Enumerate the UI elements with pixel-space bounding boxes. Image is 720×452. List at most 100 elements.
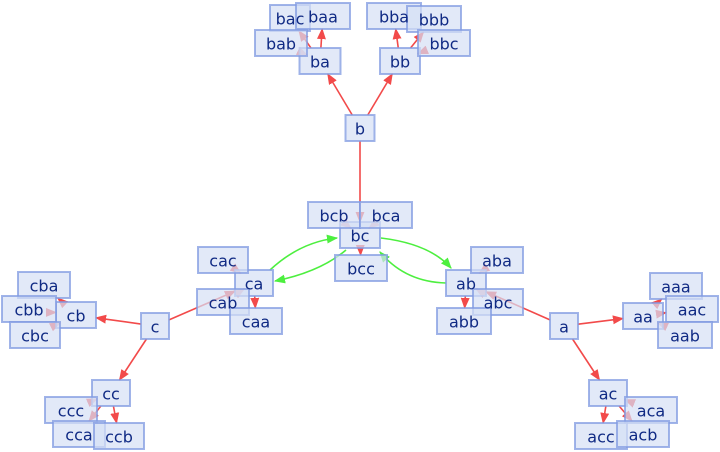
node-label[interactable]: acb	[629, 426, 658, 445]
node-label[interactable]: b	[355, 120, 365, 139]
node-label[interactable]: abb	[449, 313, 479, 332]
node-ab[interactable]	[445, 269, 487, 297]
node-box	[229, 307, 283, 335]
node-ac[interactable]	[588, 379, 628, 407]
node-label[interactable]: bba	[379, 8, 409, 27]
node-bcb[interactable]	[307, 201, 361, 229]
node-label[interactable]: bcb	[319, 207, 348, 226]
node-label[interactable]: cb	[67, 307, 86, 326]
node-caa[interactable]	[229, 307, 283, 335]
node-box	[359, 201, 413, 229]
node-bab[interactable]	[254, 29, 308, 57]
node-label[interactable]: aac	[678, 301, 706, 320]
node-box	[436, 307, 492, 335]
node-box	[665, 295, 719, 323]
node-label[interactable]: cab	[209, 294, 238, 313]
node-a[interactable]	[549, 312, 579, 340]
node-box	[417, 29, 471, 57]
node-cc[interactable]	[91, 379, 131, 407]
tree-edge-a-aa	[577, 315, 625, 326]
node-label[interactable]: cca	[65, 426, 92, 445]
node-aac[interactable]	[665, 295, 719, 323]
node-box	[197, 246, 249, 274]
tree-edge-b-bb	[367, 73, 393, 116]
node-label[interactable]: abc	[484, 294, 513, 313]
tree-edge-bb-bba	[392, 27, 402, 49]
node-aba[interactable]	[470, 246, 524, 274]
cross-edge-bc-ca	[273, 249, 347, 284]
node-ccb[interactable]	[93, 422, 145, 450]
node-box	[307, 201, 361, 229]
node-label[interactable]: aba	[482, 252, 512, 271]
tree-edge-a-ac	[571, 338, 601, 381]
node-label[interactable]: cbb	[14, 301, 43, 320]
node-label[interactable]: acc	[587, 428, 614, 447]
node-box	[549, 312, 579, 340]
node-bbc[interactable]	[417, 29, 471, 57]
node-box	[9, 321, 61, 349]
node-label[interactable]: cbc	[21, 327, 49, 346]
node-box	[295, 2, 351, 30]
node-box	[622, 302, 664, 330]
node-aab[interactable]	[657, 321, 713, 349]
node-label[interactable]: ca	[245, 275, 264, 294]
node-bb[interactable]	[379, 47, 421, 75]
node-label[interactable]: ab	[456, 275, 476, 294]
node-label[interactable]: ccb	[105, 428, 133, 447]
cross-edge-bc-ab	[380, 237, 452, 269]
node-label[interactable]: bcc	[347, 260, 375, 279]
tree-edge-ca-caa	[250, 295, 260, 310]
node-label[interactable]: cba	[30, 277, 59, 296]
node-aca[interactable]	[624, 396, 678, 424]
tree-edge-b-ba	[327, 73, 353, 116]
node-baa[interactable]	[295, 2, 351, 30]
node-label[interactable]: bb	[390, 53, 410, 72]
node-label[interactable]: aca	[637, 402, 665, 421]
node-bca[interactable]	[359, 201, 413, 229]
node-label[interactable]: ccc	[58, 402, 84, 421]
node-label[interactable]: bac	[276, 10, 305, 29]
node-label[interactable]: aa	[633, 308, 653, 327]
node-label[interactable]: aaa	[661, 278, 690, 297]
node-box	[334, 254, 388, 282]
node-label[interactable]: ba	[310, 53, 330, 72]
node-c[interactable]	[140, 312, 170, 340]
node-label[interactable]: bbc	[429, 35, 458, 54]
node-bcc[interactable]	[334, 254, 388, 282]
node-box	[588, 379, 628, 407]
node-abb[interactable]	[436, 307, 492, 335]
tree-edge-c-cb	[94, 314, 142, 325]
node-cba[interactable]	[17, 271, 71, 299]
node-label[interactable]: bc	[351, 227, 370, 246]
node-box	[17, 271, 71, 299]
node-label[interactable]: cc	[102, 385, 120, 404]
node-cac[interactable]	[197, 246, 249, 274]
node-box	[93, 422, 145, 450]
node-box	[657, 321, 713, 349]
node-b[interactable]	[344, 114, 376, 142]
node-label[interactable]: ac	[599, 385, 618, 404]
node-label[interactable]: baa	[308, 8, 338, 27]
tree-edge-c-cc	[118, 338, 148, 381]
node-label[interactable]: aab	[670, 327, 700, 346]
node-label[interactable]: cac	[209, 252, 236, 271]
node-label[interactable]: c	[151, 318, 160, 337]
node-box	[254, 29, 308, 57]
node-label[interactable]: caa	[242, 313, 270, 332]
node-box	[624, 396, 678, 424]
node-box	[470, 246, 524, 274]
node-abc[interactable]	[472, 288, 524, 316]
node-label[interactable]: bca	[372, 207, 401, 226]
node-bbb[interactable]	[406, 5, 462, 33]
cross-edge-ca-bc	[269, 234, 339, 271]
node-acb[interactable]	[616, 420, 670, 448]
node-aa[interactable]	[622, 302, 664, 330]
node-box	[406, 5, 462, 33]
node-label[interactable]: bbb	[419, 11, 449, 30]
node-cbc[interactable]	[9, 321, 61, 349]
node-label[interactable]: bab	[266, 35, 296, 54]
node-label[interactable]: a	[559, 318, 569, 337]
